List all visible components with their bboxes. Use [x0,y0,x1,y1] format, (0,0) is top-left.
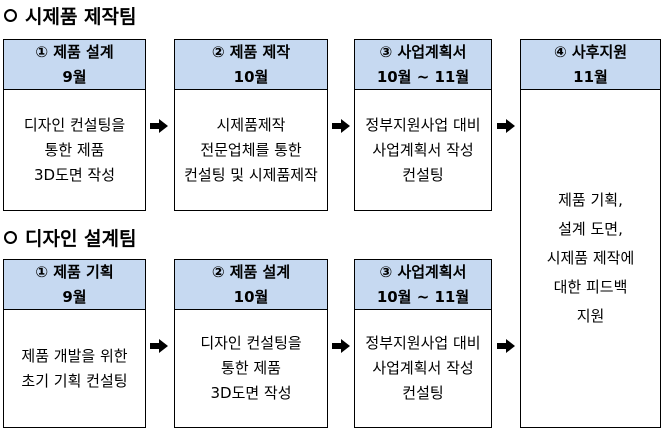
final-step-header: ④ 사후지원 11월 [520,39,661,90]
circle-bullet-icon [4,9,17,22]
step-title: ③ 사업계획서 [379,262,467,281]
step-title: ① 제품 기획 [35,262,114,281]
step-title: ④ 사후지원 [553,42,628,61]
step-period: 10월 ~ 11월 [376,287,470,306]
step-body: 정부지원사업 대비 사업계획서 작성 컨설팅 [354,90,492,211]
right-arrow-icon [150,119,168,133]
circle-bullet-icon [4,231,17,244]
step-text-line: 정부지원사업 대비 [365,115,481,134]
step-period: 9월 [62,287,87,306]
step-text-line: 컨설팅 [402,384,444,402]
step-title: ② 제품 제작 [211,42,291,61]
step-text-line: 지원 [576,307,605,325]
step-header: ③ 사업계획서 10월 ~ 11월 [354,259,492,310]
step-period: 10월 [233,287,269,306]
step-text-line: 통한 제품 [221,359,281,377]
step-text-line: 초기 기획 컨설팅 [21,371,128,390]
step-text-line: 통한 제품 [44,140,105,159]
final-step-body: 제품 기획, 설계 도면, 시제품 제작에 대한 피드백 지원 [520,90,661,428]
step-text-line: 컨설팅 및 시제품제작 [184,165,318,184]
section-title-design-team: 디자인 설계팀 [4,224,137,251]
step-header: ② 제품 제작 10월 [174,39,328,90]
step-body: 제품 개발을 위한 초기 기획 컨설팅 [3,310,146,428]
step-period: 9월 [62,67,87,86]
section-title-prototype-team: 시제품 제작팀 [4,2,137,29]
step-text-line: 시제품제작 [216,115,286,134]
step-text-line: 컨설팅 [402,165,444,184]
right-arrow-icon [150,339,168,353]
step-text-line: 디자인 컨설팅을 [23,115,126,134]
step-text-line: 정부지원사업 대비 [365,334,481,352]
step-title: ③ 사업계획서 [379,42,467,61]
right-arrow-icon [332,339,350,353]
right-arrow-icon [497,119,515,133]
step-body: 디자인 컨설팅을 통한 제품 3D도면 작성 [3,90,146,211]
step-text-line: 제품 개발을 위한 [21,346,128,365]
step-body: 디자인 컨설팅을 통한 제품 3D도면 작성 [174,310,328,428]
step-header: ① 제품 설계 9월 [3,39,146,90]
step-title: ① 제품 설계 [35,42,114,61]
step-text-line: 설계 도면, [558,220,623,238]
step-title: ② 제품 설계 [211,262,291,281]
step-text-line: 전문업체를 통한 [200,140,302,159]
step-header: ① 제품 기획 9월 [3,259,146,310]
step-text-line: 3D도면 작성 [33,165,116,184]
step-body: 시제품제작 전문업체를 통한 컨설팅 및 시제품제작 [174,90,328,211]
right-arrow-icon [497,339,515,353]
step-text-line: 사업계획서 작성 [372,359,474,377]
step-period: 10월 [233,67,269,86]
step-body: 정부지원사업 대비 사업계획서 작성 컨설팅 [354,310,492,428]
section-title-text: 디자인 설계팀 [25,228,137,250]
step-text-line: 제품 기획, [558,191,623,209]
step-text-line: 3D도면 작성 [210,384,292,402]
step-text-line: 시제품 제작에 [546,249,635,267]
step-period: 11월 [573,67,608,86]
step-text-line: 사업계획서 작성 [372,140,474,159]
step-header: ③ 사업계획서 10월 ~ 11월 [354,39,492,90]
right-arrow-icon [332,119,350,133]
step-period: 10월 ~ 11월 [376,67,470,86]
section-title-text: 시제품 제작팀 [25,6,137,28]
step-text-line: 대한 피드백 [553,278,628,296]
step-header: ② 제품 설계 10월 [174,259,328,310]
step-text-line: 디자인 컨설팅을 [200,334,302,352]
